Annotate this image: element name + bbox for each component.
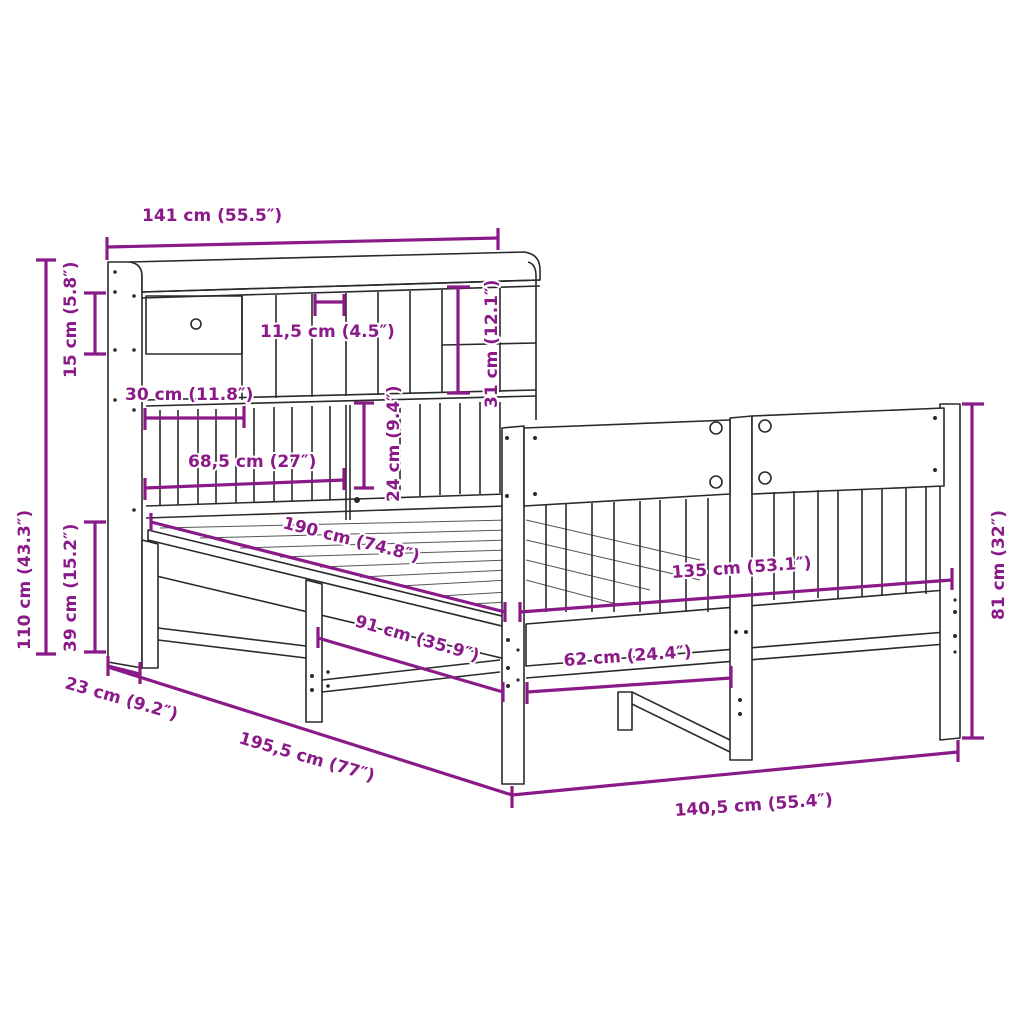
dimension-lines	[36, 228, 984, 808]
label-inner-panel-width: 68,5 cm (27″)	[188, 452, 316, 472]
label-total-width: 140,5 cm (55.4″)	[674, 790, 833, 821]
headboard-bookcase	[107, 251, 541, 669]
label-under-bed-clearance: 39 cm (15.2″)	[61, 524, 81, 652]
label-shelf-compartment-width: 11,5 cm (4.5″)	[260, 322, 395, 342]
label-headboard-depth: 23 cm (9.2″)	[63, 674, 181, 725]
label-inner-panel-height: 24 cm (9.4″)	[384, 385, 404, 502]
footboard	[501, 403, 961, 785]
label-top-shelf-height: 15 cm (5.8″)	[61, 261, 81, 378]
drawer-knob	[190, 318, 202, 330]
label-drawer-width: 30 cm (11.8″)	[125, 385, 253, 405]
label-total-height: 110 cm (43.3″)	[15, 510, 35, 650]
label-footboard-height: 81 cm (32″)	[989, 510, 1009, 620]
label-shelf-height: 31 cm (12.1″)	[482, 280, 502, 408]
label-headboard-width: 141 cm (55.5″)	[142, 206, 282, 226]
label-total-length: 195,5 cm (77″)	[237, 729, 377, 787]
drawer	[145, 295, 243, 355]
